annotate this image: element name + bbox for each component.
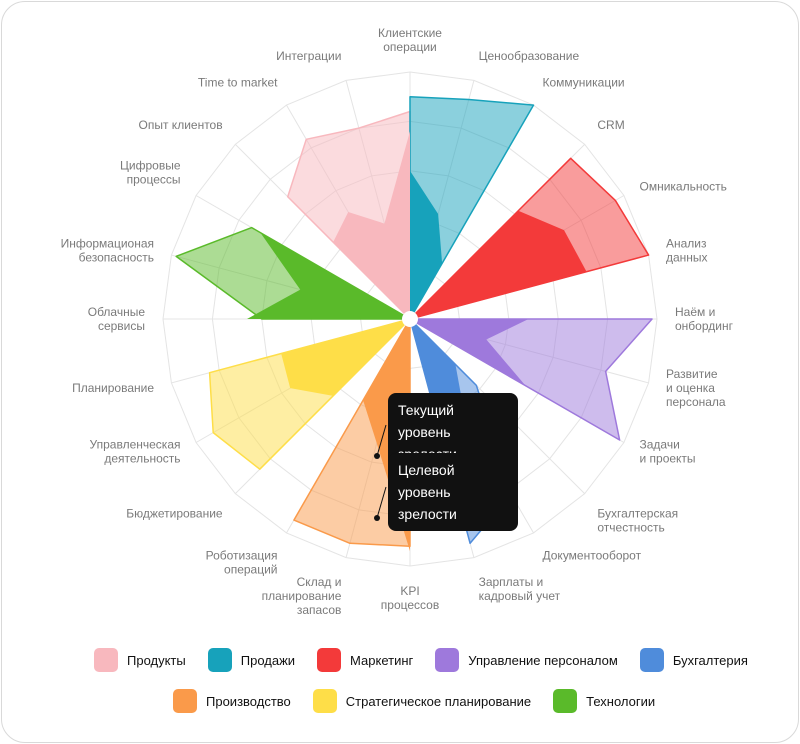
callout-pointers [374,424,387,521]
legend-label: Маркетинг [350,652,414,668]
legend-swatch [553,689,578,713]
axis-label: Бюджетирование [126,507,223,521]
legend-item: Бухгалтерия [639,648,748,672]
legend-label: Технологии [586,693,656,709]
callout-pointer-dot [374,453,380,459]
legend-label: Стратегическое планирование [345,693,532,709]
callout-pointer-line [376,486,387,519]
legend-item: Производство [173,689,291,713]
axis-label: CRM [597,118,624,132]
legend-swatch [312,689,337,713]
current-area-продукты [333,131,410,319]
current-area-стратегическое-планирование [281,319,410,396]
current-area-маркетинг [410,210,587,319]
legend-swatch [435,648,460,672]
axis-label: Документооборот [543,549,642,563]
current-area-управление-персоналом [410,319,529,386]
current-area-технологии [246,232,410,319]
legend-row-1: Продукты Продажи Маркетинг Управление персо… [94,648,770,672]
legend-item: Управление персоналом [435,648,618,672]
legend-swatch [173,689,197,713]
axis-label: Коммуникации [543,76,625,90]
legend-swatch [639,648,664,672]
legend-item: Технологии [553,689,655,713]
axis-label: Time to market [198,76,278,90]
current-area-бухгалтерия [410,319,465,414]
axis-label: Омникальность [639,180,726,194]
axis-label: Опыт клиентов [139,118,223,132]
legend-swatch [207,648,232,672]
axis-label: Планирование [72,381,154,395]
legend-item: Продукты [94,648,186,672]
callout-pointer-line [376,424,387,457]
callout-target-level: Целевой уровень зрелости [388,453,518,531]
legend-item: Маркетинг [317,648,413,672]
legend-item: Продажи [207,648,296,672]
legend-swatch [317,648,342,672]
current-area-продажи [410,170,443,319]
legend-label: Бухгалтерия [672,652,748,668]
legend-row-2: Производство Стратегическое планирование Т… [173,689,677,713]
legend-item: Стратегическое планирование [312,689,532,713]
legend-label: Производство [206,693,291,709]
legend-label: Продажи [240,652,296,668]
axis-label: Ценообразование [479,49,580,63]
legend-label: Продукты [127,652,186,668]
center-dot [402,311,418,327]
legend-label: Управление персоналом [468,652,618,668]
axis-label: Интеграции [276,49,341,63]
legend-swatch [94,648,118,672]
callout-pointer-dot [374,515,380,521]
